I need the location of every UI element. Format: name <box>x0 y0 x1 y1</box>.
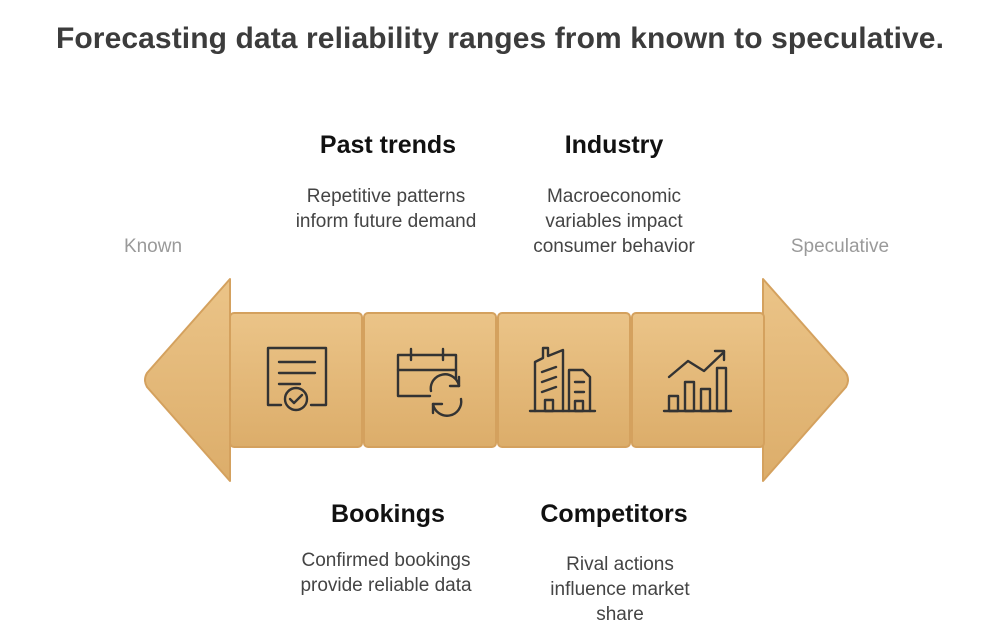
competitors-heading: Competitors <box>540 500 688 528</box>
calendar-refresh-icon <box>396 347 463 417</box>
page-title: Forecasting data reliability ranges from… <box>55 22 945 55</box>
segment-competitors <box>631 312 765 448</box>
competitors-description: Rival actions influence market share <box>550 554 690 625</box>
known-label: Known <box>123 236 183 257</box>
past-trends-description: Repetitive patterns inform future demand <box>295 186 477 232</box>
right-arrowhead <box>762 278 849 482</box>
bookings-description: Confirmed bookings provide reliable data <box>300 550 472 596</box>
industry-description: Macroeconomic variables impact consumer … <box>533 186 695 257</box>
buildings-icon <box>528 346 597 413</box>
segment-past-trends <box>363 312 497 448</box>
left-arrowhead <box>144 278 231 482</box>
segment-bookings <box>229 312 363 448</box>
past-trends-heading: Past trends <box>319 131 457 159</box>
certificate-check-icon <box>266 346 328 412</box>
industry-heading: Industry <box>564 131 664 159</box>
speculative-label: Speculative <box>790 236 890 257</box>
bookings-heading: Bookings <box>331 500 445 528</box>
bar-chart-trend-icon <box>662 349 733 413</box>
